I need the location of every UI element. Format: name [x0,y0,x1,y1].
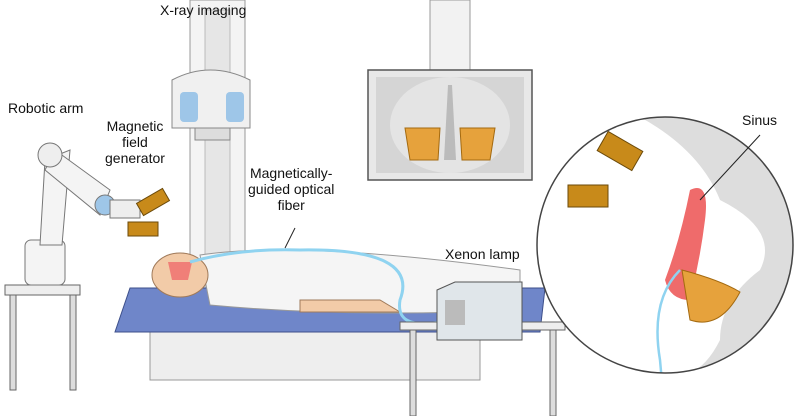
fiber-pointer [284,227,296,249]
robotic-arm [4,142,141,391]
optical-fiber [189,248,441,326]
label-xenon-lamp: Xenon lamp [445,246,520,262]
magnetic-field-generator [127,187,171,237]
sinus-inset [536,116,794,374]
label-optical-fiber: Magnetically- guided optical fiber [248,165,335,213]
xray-imaging-unit [171,0,251,301]
label-xray-imaging: X-ray imaging [160,2,247,18]
xenon-lamp [399,281,566,416]
monitor [367,0,533,181]
label-robotic-arm: Robotic arm [8,100,84,116]
label-magnetic-field-generator: Magnetic field generator [105,118,165,166]
label-sinus: Sinus [742,112,778,128]
